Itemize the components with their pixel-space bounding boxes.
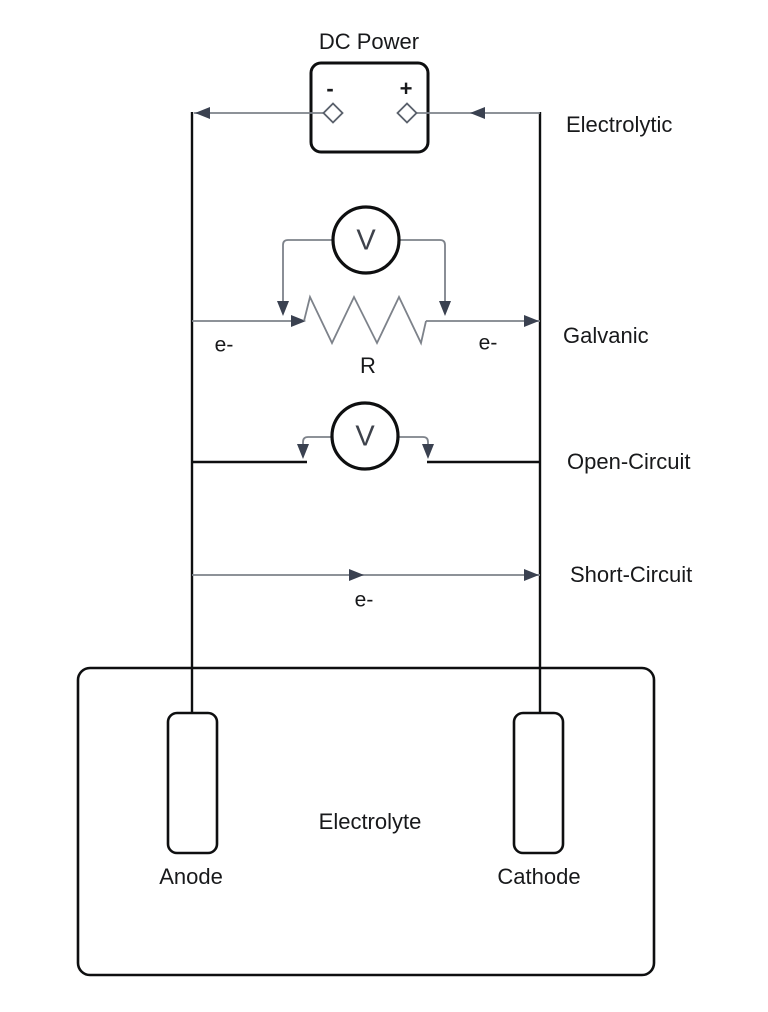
electrolytic-label: Electrolytic <box>566 112 673 137</box>
arrowhead-right-icon <box>291 315 306 327</box>
electrolyte-label: Electrolyte <box>318 809 422 834</box>
open-circuit-label: Open-Circuit <box>567 449 691 474</box>
arrowhead-left-icon <box>195 107 210 119</box>
negative-terminal-label: - <box>326 76 334 101</box>
galvanic-label: Galvanic <box>563 323 649 348</box>
resistor-label: R <box>360 353 376 378</box>
dc-power-box <box>309 61 430 154</box>
arrowhead-left-icon <box>470 107 485 119</box>
voltmeter-circle-galvanic <box>331 205 401 275</box>
anode-electrode <box>166 711 219 855</box>
voltmeter-label-galvanic: V <box>356 224 376 257</box>
electron-flow-label-left: e- <box>214 333 234 357</box>
voltmeter-probe-right <box>398 436 429 446</box>
negative-terminal-diamond-icon <box>322 102 344 124</box>
arrowhead-right-icon <box>524 569 539 581</box>
electron-flow-label-right: e- <box>478 331 498 355</box>
voltmeter-label-open: V <box>355 420 375 453</box>
cathode-label: Cathode <box>497 864 581 889</box>
arrowhead-down-icon <box>297 444 309 459</box>
electron-flow-label-short: e- <box>354 588 374 612</box>
arrowhead-right-icon <box>349 569 364 581</box>
voltmeter-probe-left <box>282 239 333 302</box>
positive-terminal-label: + <box>399 76 413 101</box>
anode-label: Anode <box>159 864 223 889</box>
resistor-zigzag-icon <box>303 294 427 346</box>
arrowhead-down-icon <box>422 444 434 459</box>
positive-terminal-diamond-icon <box>396 102 418 124</box>
arrowhead-down-icon <box>277 301 289 316</box>
voltmeter-probe-right <box>399 239 446 302</box>
dc-power-title: DC Power <box>318 29 420 54</box>
arrowhead-right-icon <box>524 315 539 327</box>
short-circuit-label: Short-Circuit <box>570 562 693 587</box>
voltmeter-circle-open <box>330 401 400 471</box>
electrolyte-tank <box>76 666 656 977</box>
voltmeter-probe-left <box>302 436 332 446</box>
cathode-electrode <box>512 711 565 855</box>
arrowhead-down-icon <box>439 301 451 316</box>
